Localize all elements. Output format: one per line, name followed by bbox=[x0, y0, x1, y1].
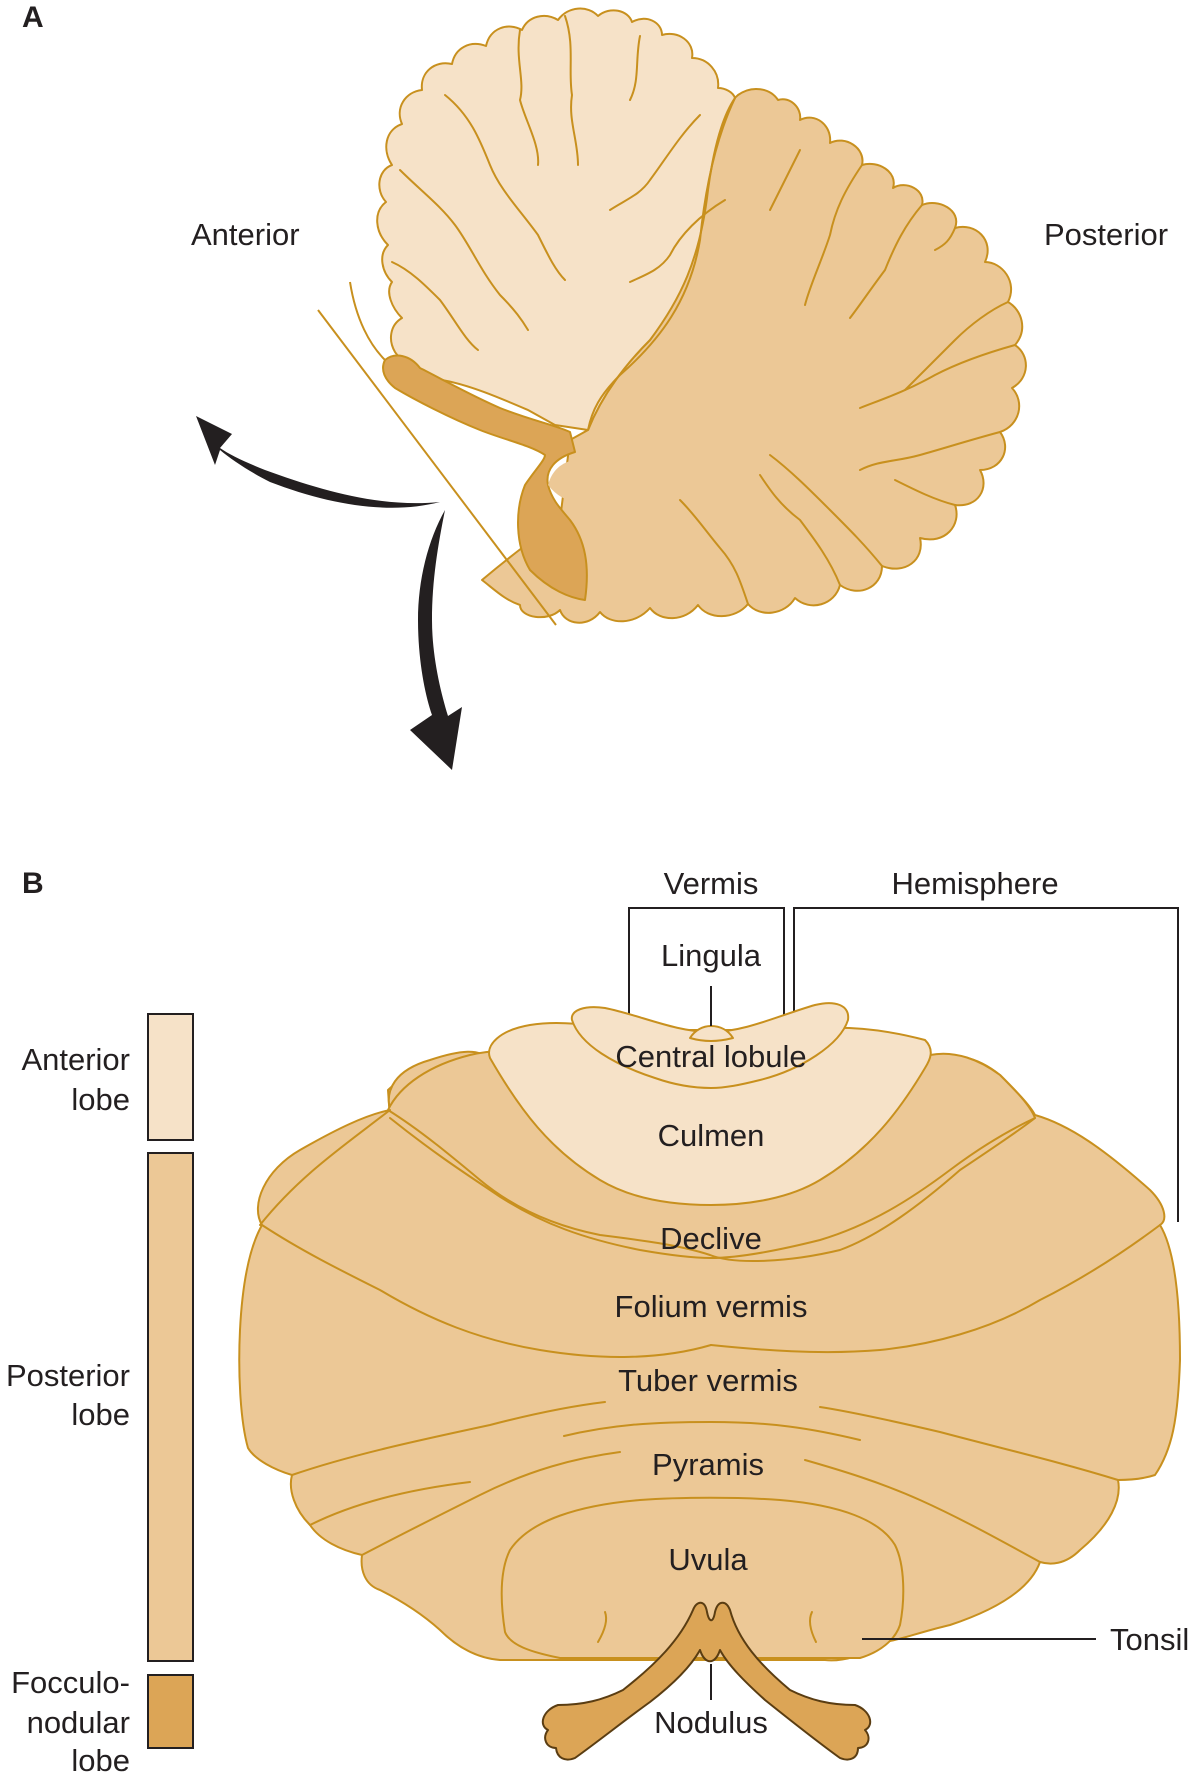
uvula-label: Uvula bbox=[668, 1542, 748, 1577]
anterior-label: Anterior bbox=[191, 217, 300, 252]
reference-line-outer bbox=[317, 309, 557, 626]
central-lobule-region bbox=[570, 1002, 850, 1089]
flocculonodular-region-sagittal bbox=[382, 354, 588, 601]
hemisphere-label: Hemisphere bbox=[891, 866, 1058, 901]
legend-posterior-line1: Posterior bbox=[6, 1358, 130, 1393]
panel-a: A bbox=[22, 1, 1168, 770]
anterior-sulci bbox=[391, 15, 726, 351]
posterior-label: Posterior bbox=[1044, 217, 1168, 252]
folium-vermis-label: Folium vermis bbox=[615, 1289, 808, 1324]
panel-a-label: A bbox=[22, 1, 44, 34]
legend-flocculonodular-line2: nodular bbox=[27, 1705, 130, 1740]
lingula-region bbox=[689, 1025, 734, 1042]
uvula-region bbox=[500, 1496, 905, 1659]
legend-swatch-posterior bbox=[147, 1152, 194, 1662]
vermis-label: Vermis bbox=[664, 866, 759, 901]
arrow-down-icon bbox=[410, 510, 462, 770]
legend-swatch-flocculonodular bbox=[147, 1674, 194, 1749]
legend-anterior-line1: Anterior bbox=[21, 1042, 130, 1077]
tuber-vermis-label: Tuber vermis bbox=[618, 1363, 798, 1398]
hemisphere-bracket bbox=[793, 907, 1179, 1222]
panel-b-label: B bbox=[22, 867, 44, 900]
legend-anterior-line2: lobe bbox=[71, 1082, 130, 1117]
reference-line-inner bbox=[349, 281, 386, 361]
legend-swatch-anterior bbox=[147, 1013, 194, 1141]
panel-b: B Vermis Hemisphere bbox=[6, 866, 1189, 1773]
posterior-sulci bbox=[679, 149, 1016, 605]
pyramis-label: Pyramis bbox=[652, 1447, 764, 1482]
legend-posterior-line2: lobe bbox=[71, 1397, 130, 1432]
arrow-up-left-icon bbox=[196, 416, 440, 508]
lobe-legend: Anterior lobe Posterior lobe Focculo- no… bbox=[6, 1013, 194, 1773]
flocculonodular-region bbox=[541, 1601, 872, 1761]
posterior-lobe-region bbox=[481, 88, 1027, 624]
nodulus-label: Nodulus bbox=[654, 1705, 768, 1740]
lingula-label: Lingula bbox=[661, 938, 762, 973]
tonsil-label: Tonsil bbox=[1110, 1622, 1189, 1657]
culmen-label: Culmen bbox=[658, 1118, 765, 1153]
lower-lobule-left bbox=[309, 1481, 471, 1526]
central-lobule-label: Central lobule bbox=[615, 1039, 806, 1074]
legend-flocculonodular-line1: Focculo- bbox=[11, 1665, 130, 1700]
vermis-bracket bbox=[628, 907, 785, 1015]
legend-flocculonodular-line3: lobe bbox=[71, 1743, 130, 1773]
declive-label: Declive bbox=[660, 1221, 762, 1256]
